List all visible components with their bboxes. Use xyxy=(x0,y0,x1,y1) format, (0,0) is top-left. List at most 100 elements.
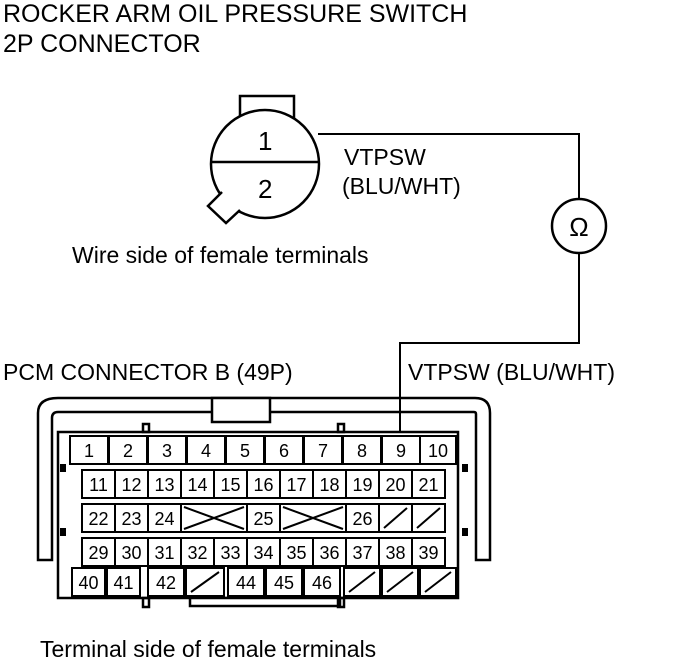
terminal-label-29: 29 xyxy=(88,543,108,563)
terminal-label-33: 33 xyxy=(220,543,240,563)
pcm-guide-top-left xyxy=(141,422,151,434)
terminal-20 xyxy=(378,469,413,499)
terminal-blank-48-slash xyxy=(386,571,414,593)
terminal-29 xyxy=(81,537,116,567)
terminal-6 xyxy=(264,435,304,465)
connector-body xyxy=(209,108,321,220)
pcm-wire-label: VTPSW (BLU/WHT) xyxy=(408,359,615,385)
terminal-41 xyxy=(106,567,141,597)
terminal-label-15: 15 xyxy=(220,475,240,495)
test-lead xyxy=(318,133,580,456)
switch-connector-title-line2: 2P CONNECTOR xyxy=(3,30,201,58)
terminal-14 xyxy=(180,469,215,499)
terminal-33 xyxy=(213,537,248,567)
terminal-label-37: 37 xyxy=(352,543,372,563)
terminal-38 xyxy=(378,537,413,567)
terminal-blank-27-slash xyxy=(383,507,408,529)
terminal-46 xyxy=(303,567,341,597)
terminal-label-42: 42 xyxy=(156,573,176,593)
terminal-label-39: 39 xyxy=(418,543,438,563)
terminal-label-1: 1 xyxy=(84,441,94,461)
marker-right-lower xyxy=(462,528,468,536)
terminal-3 xyxy=(147,435,187,465)
terminal-label-36: 36 xyxy=(319,543,339,563)
switch-wire-label-color: (BLU/WHT) xyxy=(342,173,461,199)
terminal-label-26: 26 xyxy=(352,509,372,529)
test-lead-lower xyxy=(399,254,580,456)
terminal-label-19: 19 xyxy=(352,475,372,495)
terminal-9 xyxy=(381,435,421,465)
terminal-label-22: 22 xyxy=(88,509,108,529)
pcm-guide-top-right xyxy=(336,422,346,434)
terminal-blank-cross-1-cross-b xyxy=(183,506,245,530)
terminal-26 xyxy=(345,503,380,533)
terminal-11 xyxy=(81,469,116,499)
terminal-label-31: 31 xyxy=(154,543,174,563)
terminal-23 xyxy=(114,503,149,533)
terminal-label-20: 20 xyxy=(385,475,405,495)
terminal-label-24: 24 xyxy=(154,509,174,529)
terminal-21 xyxy=(411,469,446,499)
terminal-label-17: 17 xyxy=(286,475,306,495)
terminal-34 xyxy=(246,537,281,567)
test-lead-upper xyxy=(318,133,580,198)
terminal-label-35: 35 xyxy=(286,543,306,563)
marker-left-upper xyxy=(60,464,66,472)
terminal-label-34: 34 xyxy=(253,543,273,563)
terminal-blank-47-slash xyxy=(348,571,376,593)
terminal-42 xyxy=(147,567,185,597)
terminal-label-8: 8 xyxy=(357,441,367,461)
terminal-label-32: 32 xyxy=(187,543,207,563)
terminal-label-25: 25 xyxy=(253,509,273,529)
terminal-label-44: 44 xyxy=(236,573,256,593)
pcm-guide-bottom-left xyxy=(141,596,151,609)
terminal-label-13: 13 xyxy=(154,475,174,495)
terminal-blank-cross-2-cross-b xyxy=(282,506,344,530)
terminal-label-4: 4 xyxy=(201,441,211,461)
pcm-bottom-lock xyxy=(188,596,342,608)
pcm-housing-shell xyxy=(36,396,492,562)
terminal-label-18: 18 xyxy=(319,475,339,495)
terminal-5 xyxy=(225,435,265,465)
ohmmeter-symbol: Ω xyxy=(569,212,588,242)
terminal-45 xyxy=(265,567,303,597)
terminal-13 xyxy=(147,469,182,499)
terminal-blank-28-slash xyxy=(416,507,441,529)
marker-left-lower xyxy=(60,528,66,536)
connector-key-tab xyxy=(206,191,241,225)
terminal-label-23: 23 xyxy=(121,509,141,529)
switch-pin-2: 2 xyxy=(258,174,272,204)
terminal-blank-43-slash xyxy=(190,571,220,593)
terminal-40 xyxy=(71,567,106,597)
switch-pin-1: 1 xyxy=(258,126,272,156)
terminal-label-12: 12 xyxy=(121,475,141,495)
switch-wire-label-name: VTPSW xyxy=(344,144,426,170)
terminal-label-3: 3 xyxy=(162,441,172,461)
pcm-connector-caption: Terminal side of female terminals xyxy=(40,636,376,662)
terminal-39 xyxy=(411,537,446,567)
ohmmeter-icon xyxy=(550,197,608,255)
switch-connector-caption: Wire side of female terminals xyxy=(72,242,369,268)
terminal-label-16: 16 xyxy=(253,475,273,495)
marker-right-upper xyxy=(462,464,468,472)
pcm-guide-bottom-right xyxy=(336,596,346,609)
terminal-22 xyxy=(81,503,116,533)
terminal-label-5: 5 xyxy=(240,441,250,461)
terminal-label-7: 7 xyxy=(318,441,328,461)
terminal-1 xyxy=(69,435,109,465)
terminal-label-21: 21 xyxy=(418,475,438,495)
terminal-label-30: 30 xyxy=(121,543,141,563)
terminal-label-6: 6 xyxy=(279,441,289,461)
terminal-label-9: 9 xyxy=(396,441,406,461)
terminal-label-14: 14 xyxy=(187,475,207,495)
pcm-side-markers xyxy=(60,464,468,536)
switch-2p-connector xyxy=(206,94,321,225)
terminal-label-46: 46 xyxy=(312,573,332,593)
terminal-10 xyxy=(419,435,457,465)
terminal-2 xyxy=(108,435,148,465)
terminal-15 xyxy=(213,469,248,499)
terminal-25 xyxy=(246,503,281,533)
